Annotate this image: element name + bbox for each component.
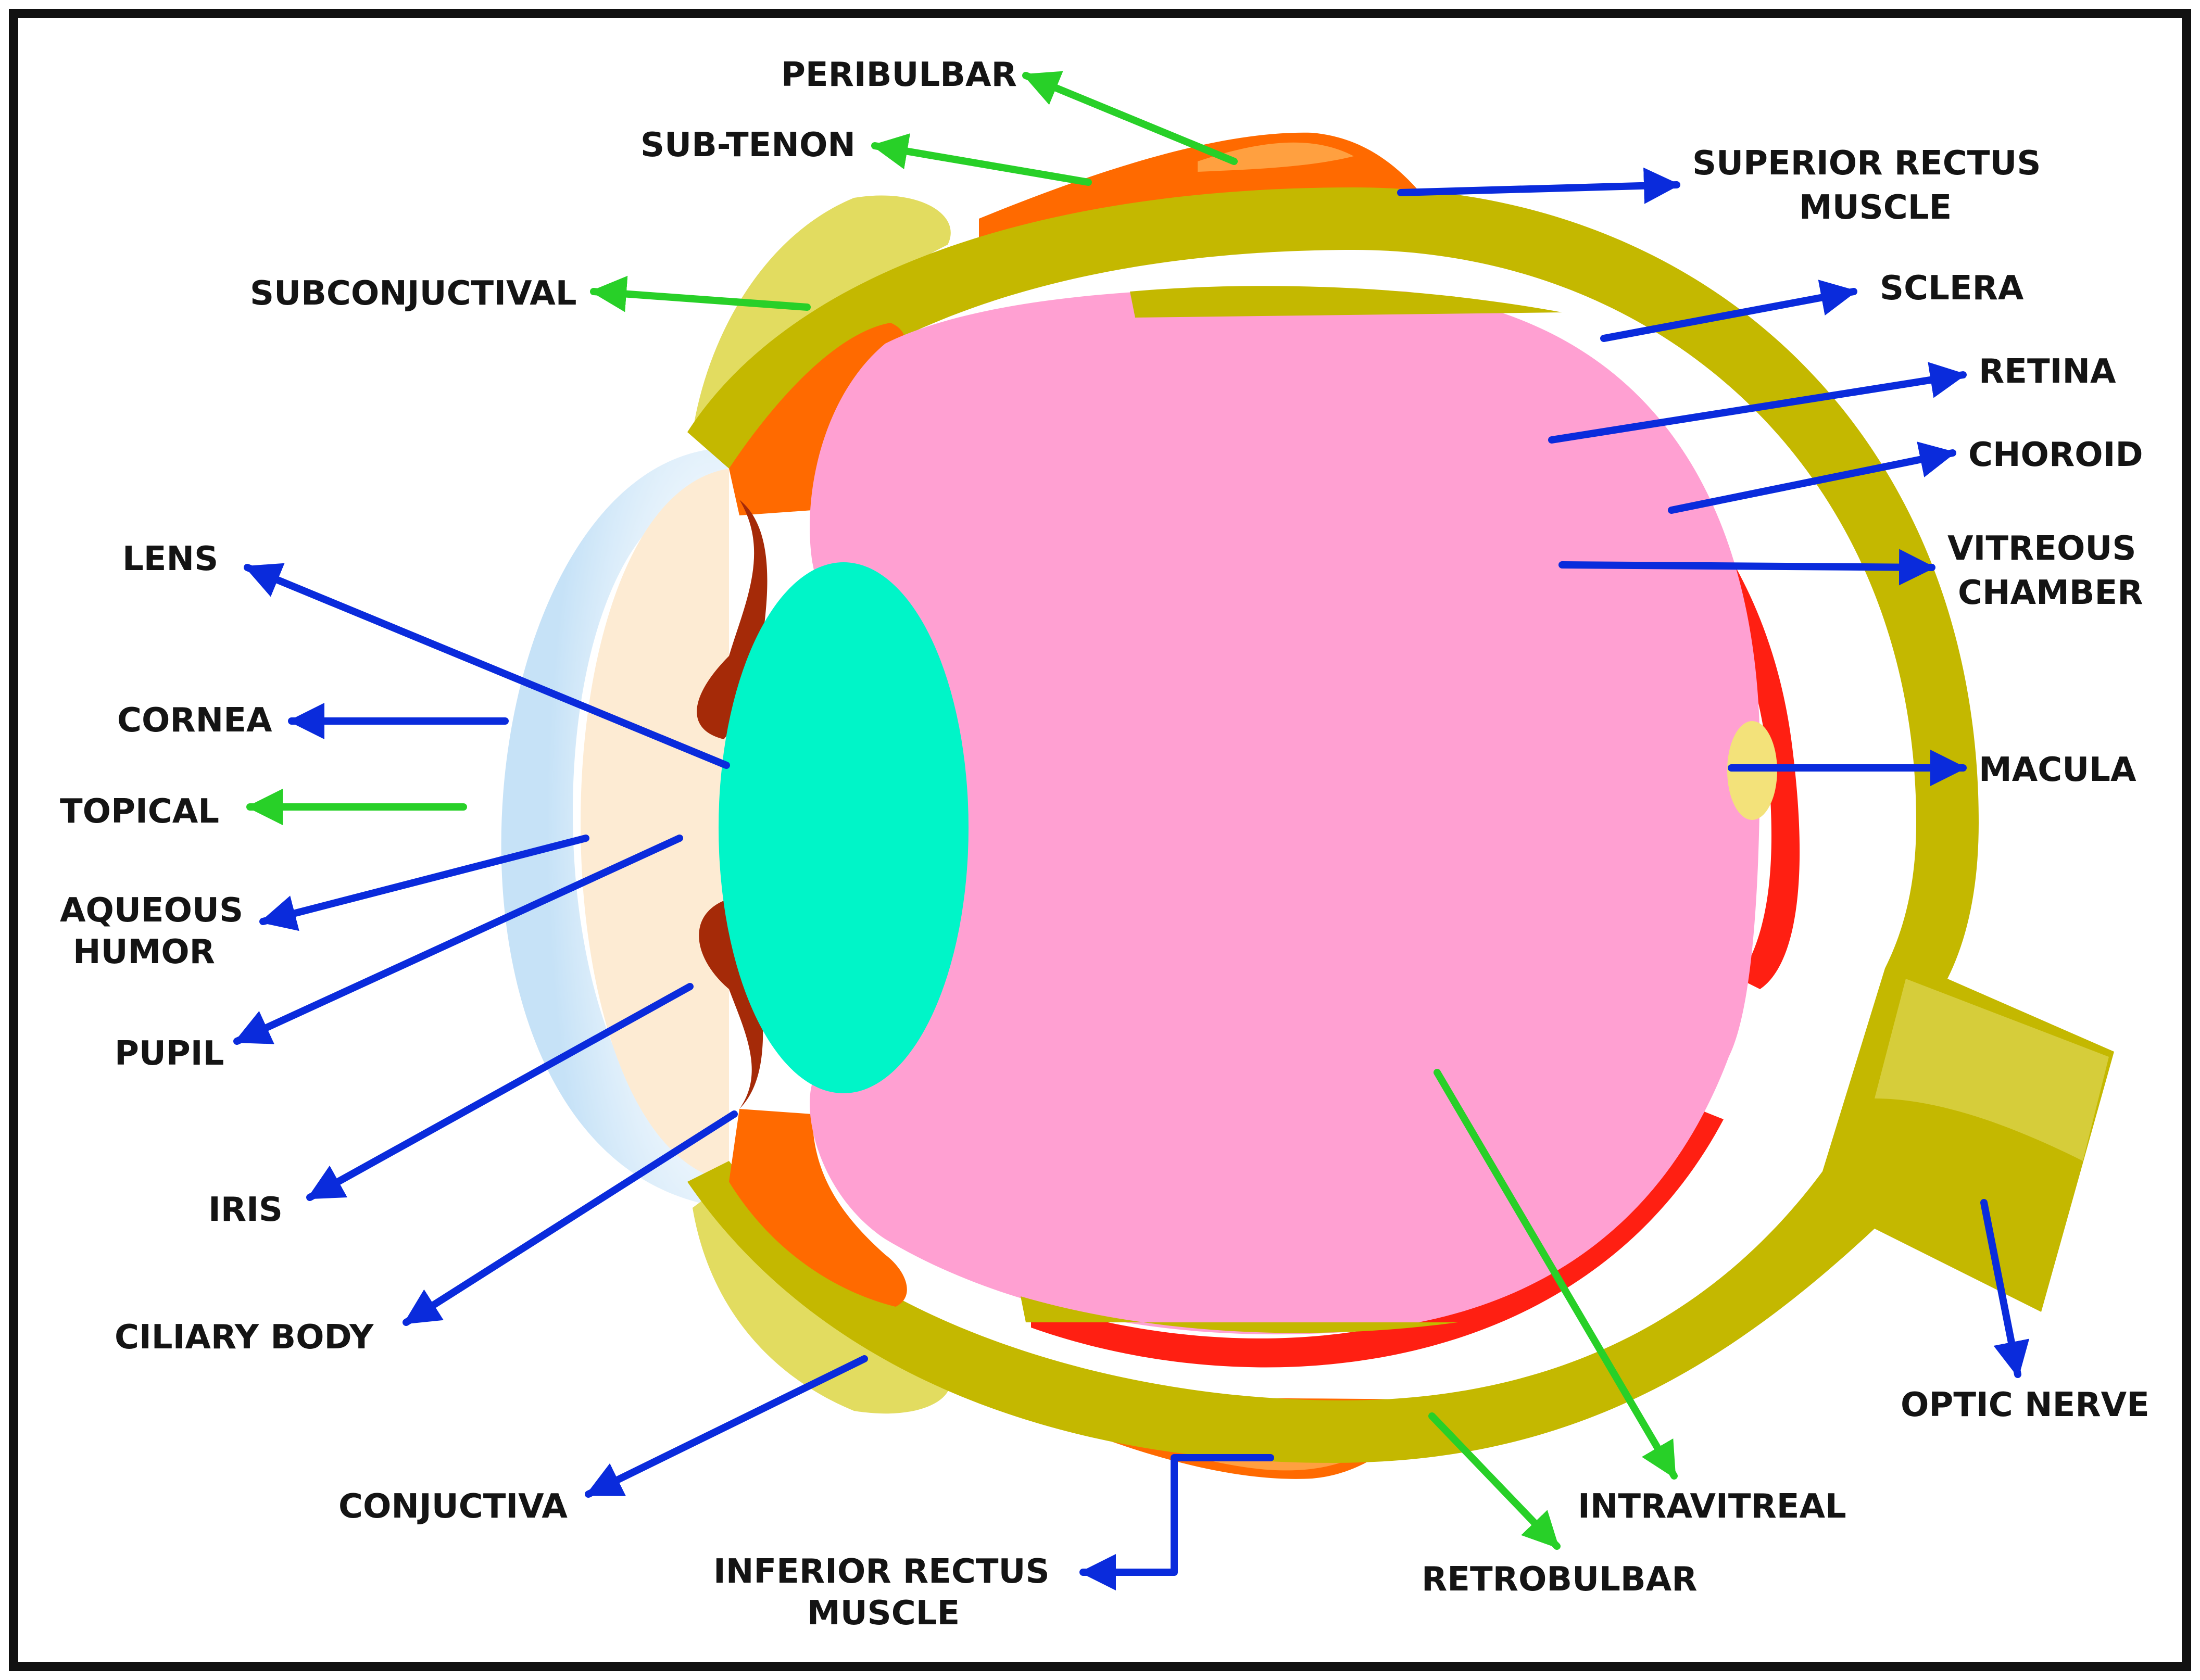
optic-nerve-shape	[1875, 979, 2109, 1161]
label-superior-rectus-2: MUSCLE	[1799, 188, 1952, 227]
label-iris: IRIS	[208, 1191, 283, 1229]
sclera-shape	[687, 187, 2114, 1463]
label-macula: MACULA	[1979, 751, 2136, 789]
label-inferior-rectus-2: MUSCLE	[807, 1594, 960, 1633]
arrow-lens	[244, 563, 730, 769]
superior-rectus-muscle-highlight	[1198, 142, 1354, 172]
retina-choroid-arc-lower	[1031, 1109, 1724, 1368]
vitreous-chamber-shape	[810, 288, 1760, 1335]
label-intravitreal: INTRAVITREAL	[1578, 1487, 1846, 1526]
ciliary-body-lower-shape	[729, 1109, 907, 1307]
label-choroid: CHOROID	[1968, 436, 2143, 474]
pointer-arrows	[233, 71, 2030, 1590]
arrow-optic-nerve	[1980, 1199, 2030, 1378]
arrow-subconjuctival	[590, 275, 811, 312]
aqueous-humor-shape	[581, 469, 729, 1182]
lens-shape	[719, 562, 969, 1093]
label-inferior-rectus-1: INFERIOR RECTUS	[713, 1552, 1050, 1591]
label-sub-tenon: SUB-TENON	[640, 126, 856, 165]
arrow-retina	[1548, 362, 1967, 444]
arrow-conjuctiva	[585, 1355, 868, 1498]
label-pupil: PUPIL	[115, 1034, 224, 1073]
arrow-choroid	[1668, 441, 1956, 514]
cornea-shape	[501, 448, 729, 1208]
label-ciliary-body: CILIARY BODY	[115, 1318, 374, 1357]
arrow-sclera	[1600, 280, 1857, 342]
arrow-peribulbar	[1022, 71, 1238, 165]
arrow-intravitreal	[1434, 1069, 1678, 1480]
label-vitreous-2: CHAMBER	[1958, 574, 2143, 612]
arrow-iris	[306, 983, 694, 1201]
labels: PERIBULBAR SUB-TENON SUBCONJUCTIVAL SUPE…	[60, 56, 2149, 1633]
label-superior-rectus-1: SUPERIOR RECTUS	[1692, 144, 2041, 183]
label-topical: TOPICAL	[60, 792, 219, 831]
arrow-retrobulbar	[1428, 1412, 1561, 1550]
label-aqueous-2: HUMOR	[73, 933, 215, 971]
arrow-superior-rectus	[1397, 167, 1680, 204]
label-conjuctiva: CONJUCTIVA	[338, 1487, 568, 1526]
label-aqueous-1: AQUEOUS	[60, 891, 243, 930]
arrow-vitreous	[1558, 549, 1935, 586]
label-lens: LENS	[122, 540, 218, 578]
arrow-inferior-rectus	[1079, 1454, 1274, 1590]
label-cornea: CORNEA	[117, 701, 272, 740]
sclera-inner-ledge-lower	[1021, 1296, 1458, 1333]
label-sclera: SCLERA	[1880, 269, 2024, 308]
label-retina: RETINA	[1979, 352, 2116, 391]
arrow-ciliary-body	[403, 1110, 738, 1326]
label-subconjuctival: SUBCONJUCTIVAL	[250, 274, 577, 313]
arrow-pupil	[233, 835, 683, 1045]
label-vitreous-1: VITREOUS	[1947, 529, 2136, 568]
sclera-inner-ledge-upper	[1130, 286, 1562, 318]
label-peribulbar: PERIBULBAR	[781, 56, 1017, 94]
label-optic-nerve: OPTIC NERVE	[1901, 1386, 2149, 1424]
label-retrobulbar: RETROBULBAR	[1422, 1560, 1697, 1599]
arrow-sub-tenon	[871, 133, 1092, 186]
arrow-aqueous	[259, 835, 589, 931]
